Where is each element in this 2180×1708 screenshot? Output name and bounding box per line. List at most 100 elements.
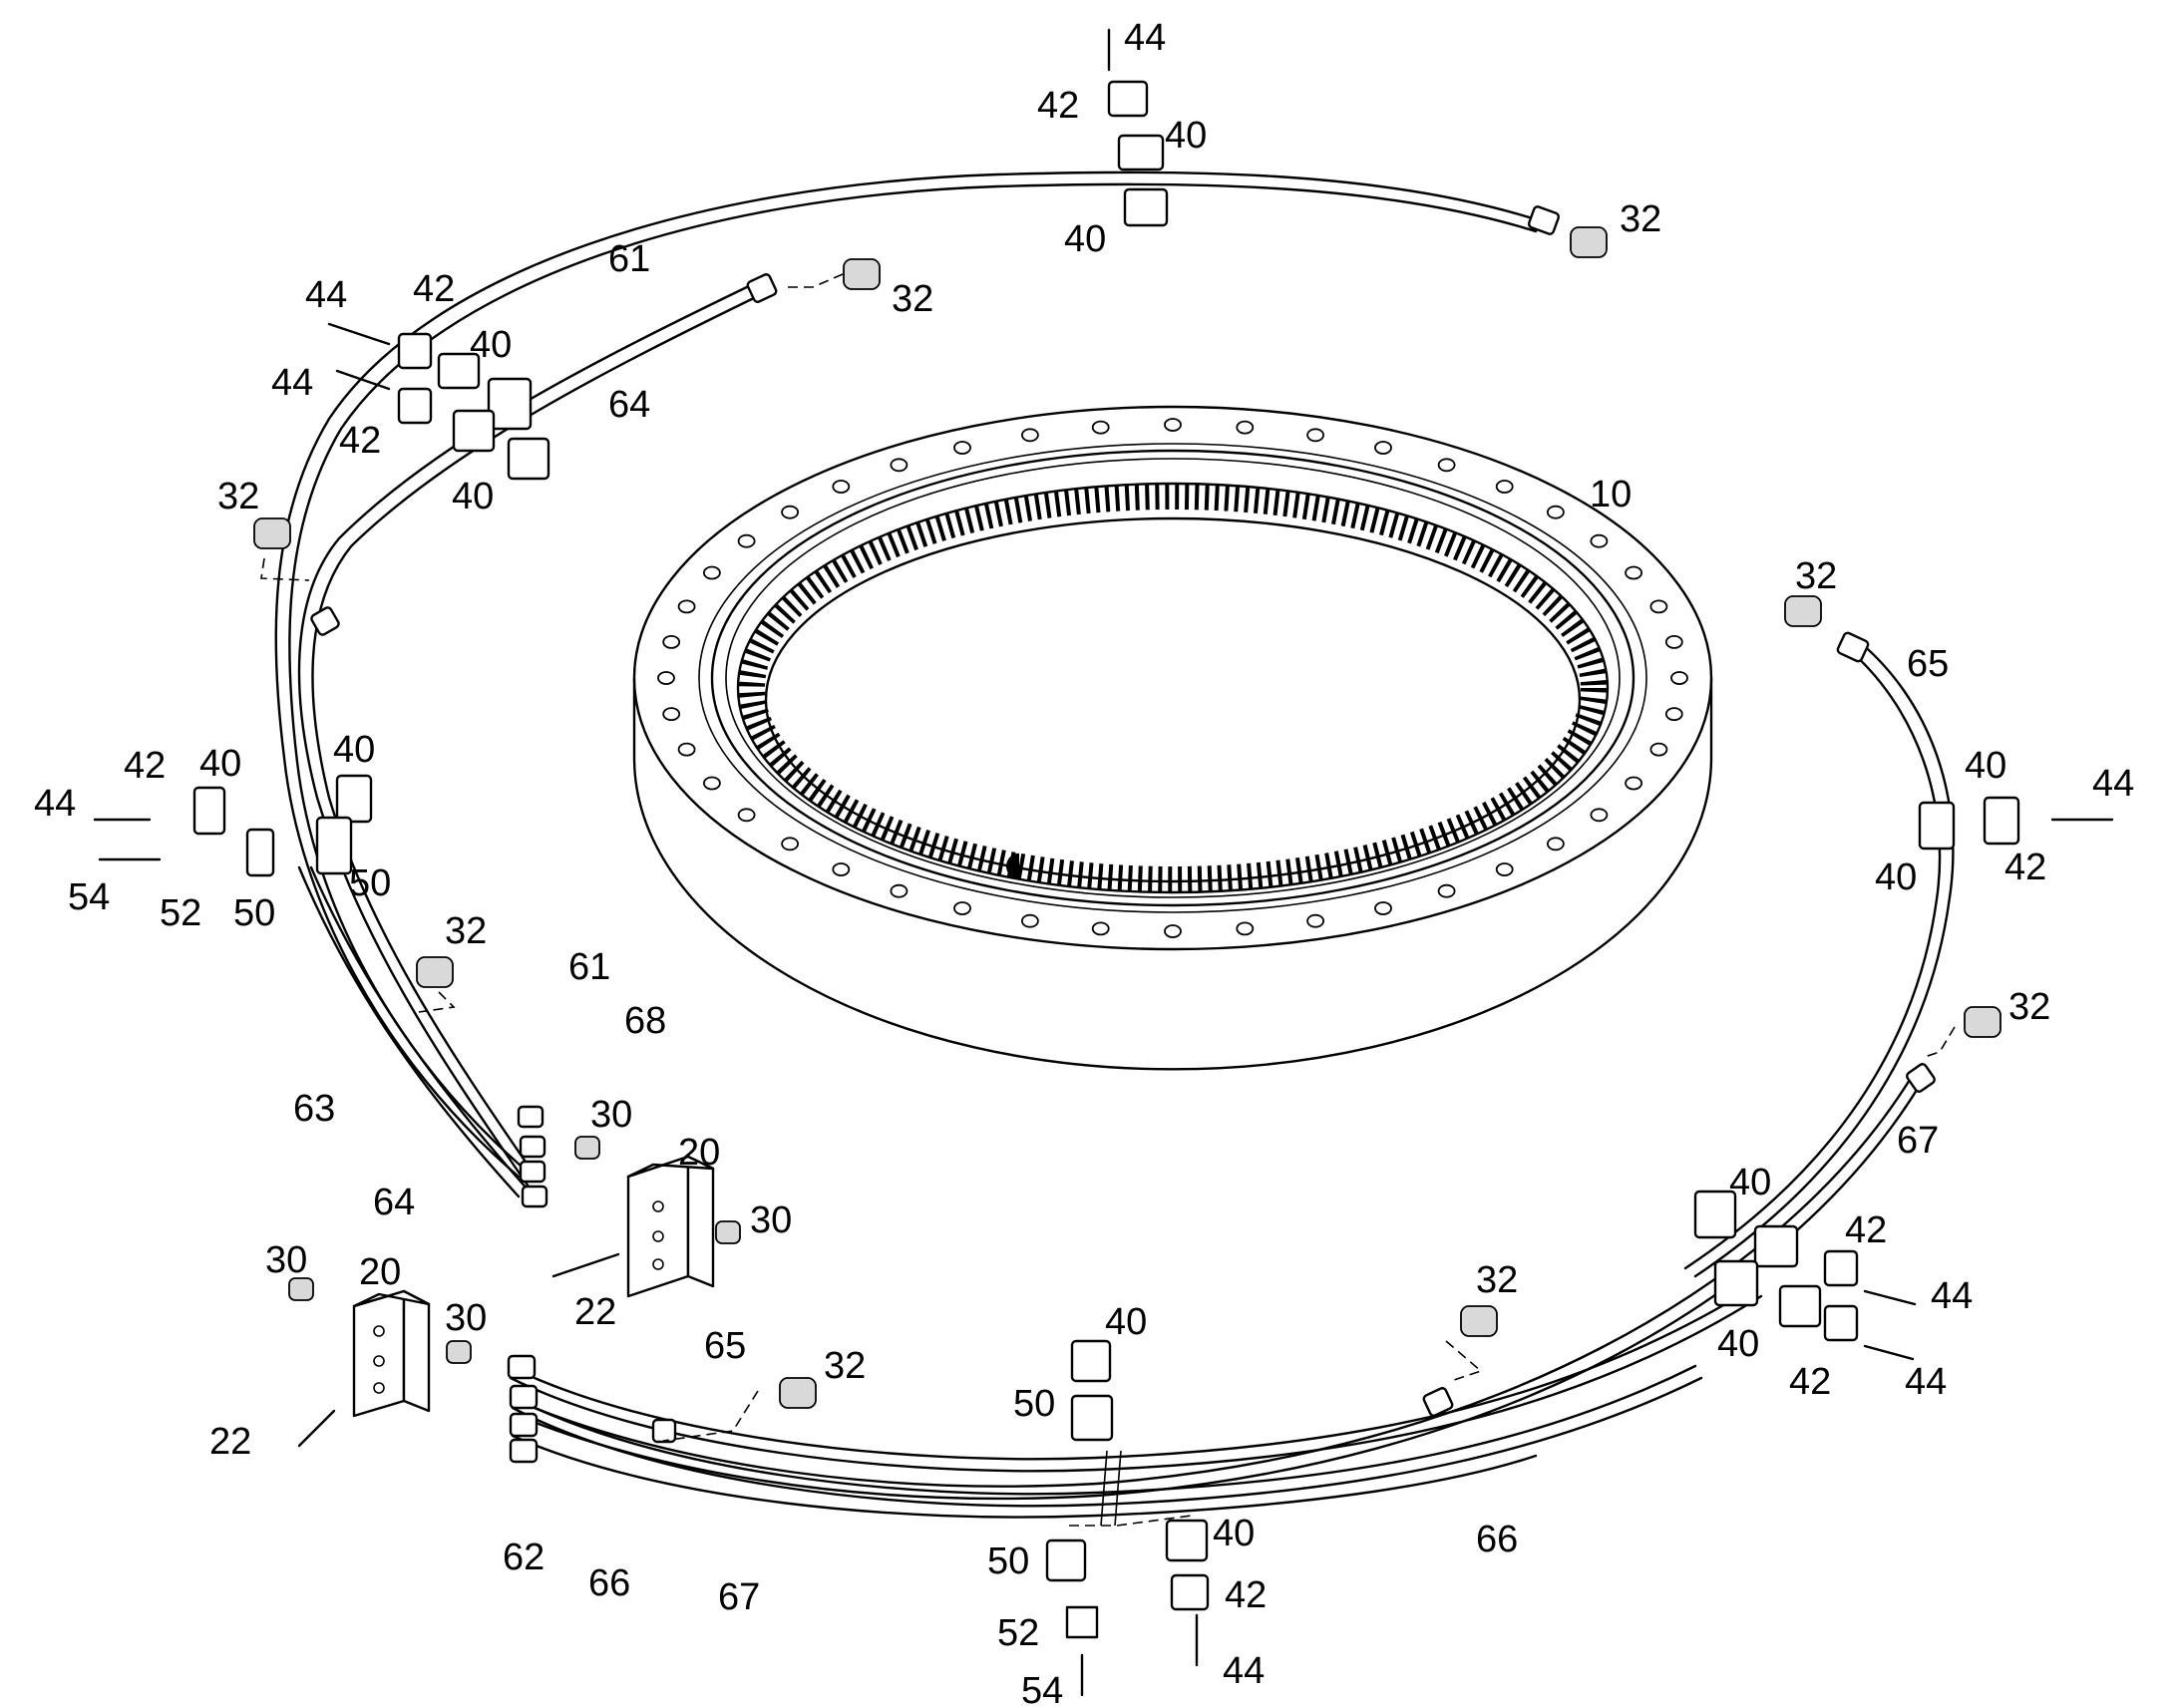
label-42: 42 bbox=[2004, 847, 2046, 888]
label-42: 42 bbox=[1845, 1209, 1887, 1251]
bolt-hole bbox=[737, 533, 756, 548]
bolt-hole bbox=[1236, 420, 1255, 435]
bolt-hole bbox=[1374, 901, 1392, 915]
label-66: 66 bbox=[1476, 1519, 1518, 1560]
bolt-hole bbox=[662, 707, 681, 721]
label-42: 42 bbox=[413, 268, 455, 310]
bolt-hole bbox=[1236, 921, 1255, 936]
bolt-hole bbox=[737, 808, 756, 823]
label-32: 32 bbox=[1620, 198, 1661, 240]
label-32: 32 bbox=[1476, 1259, 1518, 1301]
label-67: 67 bbox=[718, 1576, 760, 1618]
bolt-hole bbox=[703, 565, 721, 580]
label-66: 66 bbox=[588, 1562, 630, 1604]
bolt-hole bbox=[781, 505, 799, 519]
label-44: 44 bbox=[1931, 1275, 1973, 1317]
bolt-hole bbox=[657, 671, 675, 685]
label-22: 22 bbox=[209, 1421, 251, 1463]
label-42: 42 bbox=[124, 745, 166, 787]
bolt-hole bbox=[662, 635, 681, 649]
label-68: 68 bbox=[624, 1000, 666, 1042]
label-30: 30 bbox=[445, 1297, 487, 1339]
fittings-and-clamps bbox=[93, 28, 2114, 1697]
bolt-hole bbox=[1495, 862, 1514, 876]
bolt-hole bbox=[1091, 921, 1110, 936]
bolt-hole bbox=[1437, 883, 1456, 898]
bolt-hole bbox=[1495, 480, 1514, 494]
bolt-hole bbox=[1374, 441, 1392, 455]
bolt-hole bbox=[1306, 428, 1324, 443]
label-20: 20 bbox=[359, 1251, 401, 1293]
bolt-hole bbox=[953, 441, 971, 455]
label-63: 63 bbox=[293, 1088, 335, 1130]
label-40: 40 bbox=[1965, 745, 2006, 787]
bolt-hole bbox=[1306, 913, 1324, 928]
bolt-hole bbox=[832, 480, 851, 494]
label-40: 40 bbox=[1064, 218, 1106, 260]
label-67: 67 bbox=[1897, 1120, 1939, 1162]
bolt-hole bbox=[1547, 505, 1565, 519]
label-52: 52 bbox=[997, 1612, 1039, 1654]
label-65: 65 bbox=[1907, 643, 1949, 685]
bolt-hole bbox=[1625, 776, 1642, 791]
bolt-hole bbox=[1021, 913, 1039, 928]
label-44: 44 bbox=[271, 362, 313, 404]
label-64: 64 bbox=[373, 1182, 415, 1223]
label-52: 52 bbox=[160, 892, 201, 934]
bolt-hole bbox=[1664, 707, 1683, 721]
reference-numerals: 44 42 40 40 32 61 32 44 42 40 44 42 64 4… bbox=[34, 17, 2134, 1708]
distributor-block-lower bbox=[352, 1289, 431, 1418]
label-40: 40 bbox=[470, 324, 512, 366]
label-30: 30 bbox=[265, 1239, 307, 1281]
label-50: 50 bbox=[1013, 1383, 1055, 1425]
label-40: 40 bbox=[1729, 1162, 1771, 1203]
bolt-hole bbox=[1437, 458, 1456, 473]
label-40: 40 bbox=[452, 476, 494, 517]
bolt-hole bbox=[1590, 533, 1609, 548]
bolt-hole bbox=[1021, 428, 1039, 443]
label-42: 42 bbox=[1789, 1361, 1831, 1403]
label-40: 40 bbox=[1105, 1301, 1147, 1343]
bolt-hole bbox=[1649, 742, 1668, 757]
label-50: 50 bbox=[349, 862, 391, 904]
bolt-hole bbox=[953, 901, 971, 915]
label-32: 32 bbox=[1795, 555, 1837, 597]
label-32: 32 bbox=[217, 476, 259, 517]
label-32: 32 bbox=[445, 910, 487, 952]
bolt-hole bbox=[1164, 924, 1182, 938]
slewing-ring bbox=[632, 405, 1713, 1071]
label-44: 44 bbox=[34, 783, 76, 825]
label-64: 64 bbox=[608, 384, 650, 426]
bolt-hole bbox=[1664, 635, 1683, 649]
bolt-hole bbox=[703, 776, 721, 791]
label-40: 40 bbox=[199, 743, 241, 785]
label-50: 50 bbox=[987, 1540, 1029, 1582]
bolt-hole bbox=[890, 883, 908, 898]
label-40: 40 bbox=[333, 729, 375, 771]
label-22: 22 bbox=[574, 1291, 616, 1333]
label-10: 10 bbox=[1590, 474, 1632, 515]
bolt-hole bbox=[832, 862, 851, 876]
gear-teeth bbox=[736, 482, 1610, 894]
label-62: 62 bbox=[503, 1537, 545, 1578]
bolt-hole bbox=[1590, 808, 1609, 823]
bolt-hole bbox=[1547, 837, 1565, 852]
label-44: 44 bbox=[305, 274, 347, 316]
label-40: 40 bbox=[1717, 1323, 1759, 1365]
label-30: 30 bbox=[750, 1199, 792, 1241]
label-50: 50 bbox=[233, 892, 275, 934]
label-40: 40 bbox=[1213, 1513, 1255, 1554]
bolt-hole bbox=[1670, 671, 1688, 685]
bolt-hole bbox=[781, 837, 799, 852]
label-40: 40 bbox=[1875, 856, 1917, 898]
label-65: 65 bbox=[704, 1325, 746, 1367]
bolt-holes bbox=[657, 418, 1688, 938]
label-32: 32 bbox=[824, 1345, 866, 1387]
bolt-hole bbox=[1625, 565, 1642, 580]
label-42: 42 bbox=[339, 420, 381, 462]
label-61: 61 bbox=[568, 946, 610, 988]
distributor-block-upper bbox=[626, 1155, 715, 1298]
label-61: 61 bbox=[608, 238, 650, 280]
label-20: 20 bbox=[678, 1132, 720, 1174]
